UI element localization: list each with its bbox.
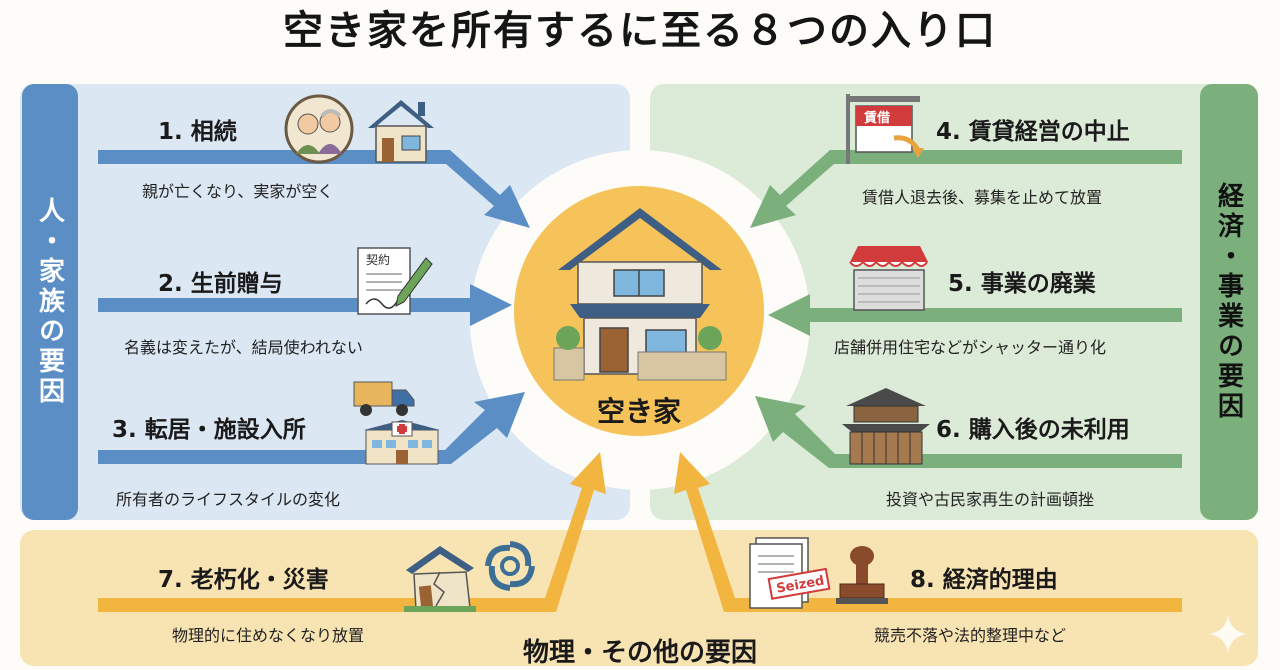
entry-8-desc: 競売不落や法的整理中など	[874, 626, 1067, 645]
entry-1-desc: 親が亡くなり、実家が空く	[142, 182, 334, 201]
group-label-left: 人・家族の要因	[22, 84, 78, 520]
old-japanese-house-icon	[842, 388, 930, 465]
care-facility-icon	[364, 420, 440, 465]
closed-shop-icon	[849, 246, 928, 311]
group-label-right: 経済・事業の要因	[1200, 84, 1258, 520]
for-rent-sign-icon: 賃借	[846, 94, 924, 164]
seized-documents-icon: Seized	[749, 537, 831, 609]
rubber-stamp-icon	[836, 546, 888, 604]
entry-6-desc: 投資や古民家再生の計画頓挫	[886, 490, 1095, 509]
group-label-left-text: 人・家族の要因	[34, 197, 65, 407]
entry-5-desc: 店舗併用住宅などがシャッター通り化	[834, 338, 1107, 357]
entry-3-desc: 所有者のライフスタイルの変化	[116, 490, 341, 509]
damaged-house-icon	[404, 546, 476, 612]
entry-5-label: 5. 事業の廃業	[948, 271, 1096, 297]
arrow-5	[768, 294, 1182, 336]
contract-document-icon: 契約	[357, 247, 433, 315]
arrow-6	[755, 396, 1182, 468]
arrow-4	[750, 150, 1182, 228]
contract-text: 契約	[366, 252, 390, 267]
entry-6-label: 6. 購入後の未利用	[936, 417, 1130, 443]
arrow-1	[98, 150, 530, 228]
moving-truck-icon	[353, 381, 415, 416]
entry-2-label: 2. 生前贈与	[158, 271, 283, 297]
group-label-right-text: 経済・事業の要因	[1213, 182, 1244, 422]
arrow-7	[98, 452, 606, 612]
house-icon	[368, 100, 434, 163]
elderly-couple-icon	[284, 94, 354, 164]
entry-4-label: 4. 賃貸経営の中止	[936, 119, 1130, 145]
entry-8-label: 8. 経済的理由	[910, 567, 1058, 593]
center-label: 空き家	[596, 395, 681, 428]
entry-7-label: 7. 老朽化・災害	[158, 567, 329, 593]
entry-1-label: 1. 相続	[158, 119, 237, 145]
arrow-2	[98, 284, 512, 326]
entry-4-desc: 賃借人退去後、募集を止めて放置	[862, 188, 1103, 207]
typhoon-icon	[485, 541, 535, 591]
entry-7-desc: 物理的に住めなくなり放置	[172, 626, 365, 645]
arrow-8	[674, 452, 1182, 612]
group-label-bottom: 物理・その他の要因	[522, 638, 757, 668]
center-house-icon	[553, 208, 727, 381]
entry-2-desc: 名義は変えたが、結局使われない	[124, 338, 363, 357]
arrow-3	[98, 392, 525, 464]
rent-sign-text: 賃借	[863, 110, 890, 126]
sparkle-icon	[1208, 614, 1248, 654]
page-title: 空き家を所有するに至る８つの入り口	[283, 8, 997, 54]
entry-3-label: 3. 転居・施設入所	[112, 417, 306, 443]
